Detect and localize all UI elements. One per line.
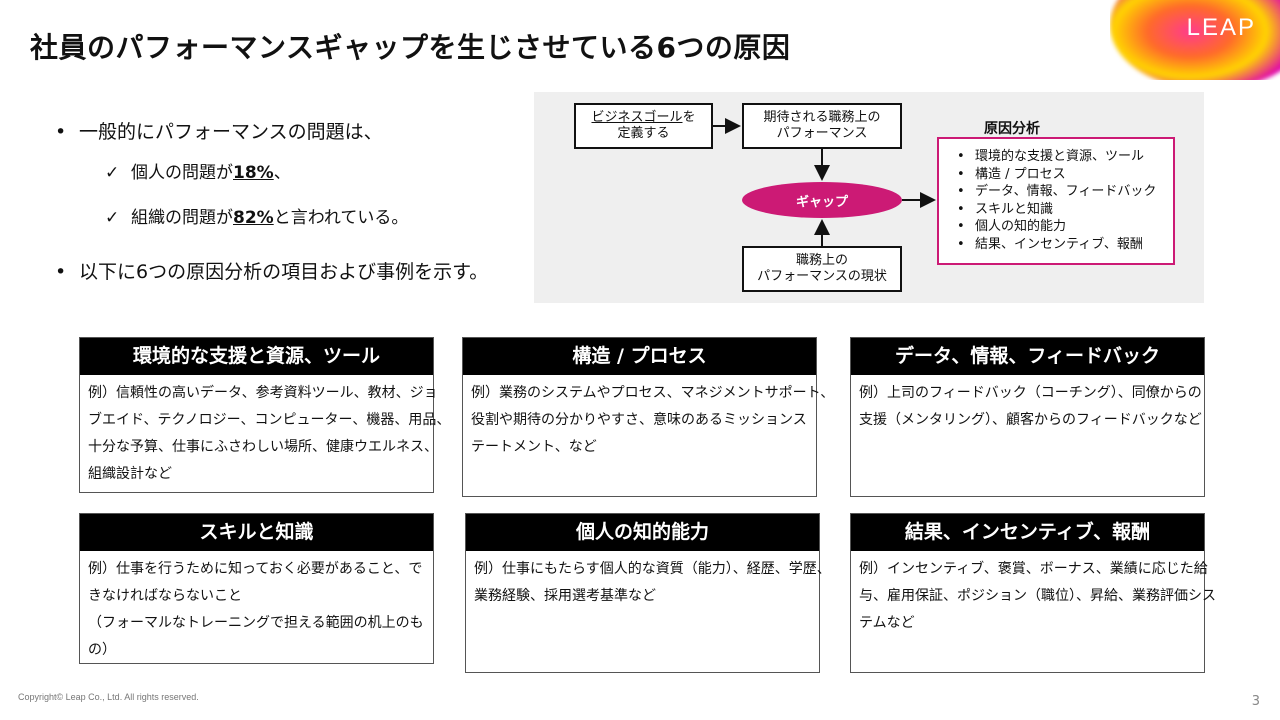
analysis-item: データ、情報、フィードバック — [957, 183, 1173, 201]
sub-bullet-suffix: 、 — [273, 163, 291, 183]
card-title: 結果、インセンティブ、報酬 — [851, 514, 1204, 551]
card-title: 環境的な支援と資源、ツール — [80, 338, 433, 375]
card-body: 例）インセンティブ、褒賞、ボーナス、業績に応じた給 与、雇用保証、ポジション（職… — [851, 551, 1216, 642]
card-line: テートメント、など — [471, 439, 597, 455]
analysis-item: 個人の知的能力 — [957, 218, 1173, 236]
card-line: 与、雇用保証、ポジション（職位）、昇給、業務評価シス — [859, 588, 1216, 604]
card-line: 支援（メンタリング）、顧客からのフィードバックなど — [859, 412, 1202, 428]
card-body: 例）仕事にもたらす個人的な資質（能力）、経歴、学歴、 業務経験、採用選考基準など — [466, 551, 831, 615]
card-line: 十分な予算、仕事にふさわしい場所、健康ウエルネス、 — [88, 439, 438, 455]
analysis-item: スキルと知識 — [957, 201, 1173, 219]
individual-percent: 18% — [233, 163, 274, 183]
card-individual-capacity: 個人の知的能力 例）仕事にもたらす個人的な資質（能力）、経歴、学歴、 業務経験、… — [465, 513, 831, 673]
expected-line-2: パフォーマンス — [776, 126, 868, 141]
analysis-item: 構造 / プロセス — [957, 166, 1173, 184]
goal-underlined-text: ビジネスゴール — [591, 110, 683, 125]
card-title: データ、情報、フィードバック — [851, 338, 1204, 375]
organization-percent: 82% — [233, 208, 274, 228]
current-line-2: パフォーマンスの現状 — [757, 269, 887, 284]
bullet-dot-icon: • — [55, 121, 67, 143]
leap-logo: LEAP — [1110, 0, 1280, 80]
gap-analysis-diagram: ビジネスゴールを 定義する 期待される職務上の パフォーマンス ギャップ 職務上… — [534, 92, 1204, 303]
card-line: きなければならないこと — [88, 588, 242, 604]
card-skills-knowledge: スキルと知識 例）仕事を行うために知っておく必要があること、で きなければならな… — [79, 513, 434, 664]
current-performance-box: 職務上の パフォーマンスの現状 — [742, 246, 902, 292]
page-title: 社員のパフォーマンスギャップを生じさせている6つの原因 — [30, 31, 791, 64]
current-line-1: 職務上の — [795, 253, 848, 268]
analysis-item: 結果、インセンティブ、報酬 — [957, 236, 1173, 254]
card-line: テムなど — [859, 615, 915, 631]
card-line: 例）インセンティブ、褒賞、ボーナス、業績に応じた給 — [859, 561, 1208, 577]
bullet-text: 以下に6つの原因分析の項目および事例を示す。 — [79, 261, 489, 283]
bullet-text: 一般的にパフォーマンスの問題は、 — [79, 121, 383, 143]
card-title: 個人の知的能力 — [466, 514, 819, 551]
gap-ellipse: ギャップ — [742, 182, 902, 218]
goal-line-1: ビジネスゴールを — [591, 110, 695, 126]
card-line: 例）仕事にもたらす個人的な資質（能力）、経歴、学歴、 — [474, 561, 831, 577]
card-consequences-incentives: 結果、インセンティブ、報酬 例）インセンティブ、褒賞、ボーナス、業績に応じた給 … — [850, 513, 1216, 673]
cause-analysis-box: 環境的な支援と資源、ツール 構造 / プロセス データ、情報、フィードバック ス… — [937, 137, 1175, 265]
card-line: （フォーマルなトレーニングで担える範囲の机上のも — [88, 615, 424, 631]
card-line: 組織設計など — [88, 466, 172, 482]
analysis-item: 環境的な支援と資源、ツール — [957, 148, 1173, 166]
page-number: 3 — [1251, 694, 1260, 709]
card-line: 例）上司のフィードバック（コーチング）、同僚からの — [859, 385, 1202, 401]
card-body: 例）業務のシステムやプロセス、マネジメントサポート、 役割や期待の分かりやすさ、… — [463, 375, 835, 466]
expected-line-1: 期待される職務上の — [763, 110, 881, 125]
card-line: ブエイド、テクノロジー、コンピューター、機器、用品、 — [88, 412, 451, 428]
checkmark-icon: ✓ — [105, 163, 120, 183]
sub-bullet-individual: ✓ 個人の問題が18%、 — [55, 160, 291, 186]
card-environment-tools: 環境的な支援と資源、ツール 例）信頼性の高いデータ、参考資料ツール、教材、ジョ … — [79, 337, 451, 493]
sub-bullet-organization: ✓ 組織の問題が82%と言われている。 — [55, 205, 408, 231]
logo-text: LEAP — [1186, 14, 1256, 41]
goal-line-2: 定義する — [617, 126, 670, 141]
expected-performance-box: 期待される職務上の パフォーマンス — [742, 103, 902, 149]
sub-bullet-text: 個人の問題が — [131, 163, 233, 183]
sub-bullet-text: 組織の問題が — [131, 208, 233, 228]
card-line: 業務経験、採用選考基準など — [474, 588, 656, 604]
checkmark-icon: ✓ — [105, 208, 120, 228]
card-structure-process: 構造 / プロセス 例）業務のシステムやプロセス、マネジメントサポート、 役割や… — [462, 337, 835, 497]
cause-analysis-title: 原因分析 — [984, 121, 1040, 137]
card-line: 例）業務のシステムやプロセス、マネジメントサポート、 — [471, 385, 835, 401]
card-line: 例）仕事を行うために知っておく必要があること、で — [88, 561, 423, 577]
card-body: 例）信頼性の高いデータ、参考資料ツール、教材、ジョ ブエイド、テクノロジー、コン… — [80, 375, 451, 493]
card-line: 役割や期待の分かりやすさ、意味のあるミッションス — [471, 412, 807, 428]
card-data-feedback: データ、情報、フィードバック 例）上司のフィードバック（コーチング）、同僚からの… — [850, 337, 1205, 497]
goal-suffix: を — [682, 110, 696, 125]
card-title: スキルと知識 — [80, 514, 433, 551]
bullet-six-causes: • 以下に6つの原因分析の項目および事例を示す。 — [55, 258, 488, 286]
bullet-dot-icon: • — [55, 261, 67, 283]
business-goal-box: ビジネスゴールを 定義する — [574, 103, 713, 149]
copyright-notice: Copyright© Leap Co., Ltd. All rights res… — [18, 692, 199, 702]
card-body: 例）仕事を行うために知っておく必要があること、で きなければならないこと （フォ… — [80, 551, 433, 669]
sub-bullet-suffix: と言われている。 — [273, 208, 409, 228]
logo-gradient-blob — [1110, 0, 1280, 80]
bullet-performance-problems: • 一般的にパフォーマンスの問題は、 — [55, 118, 383, 146]
card-line: 例）信頼性の高いデータ、参考資料ツール、教材、ジョ — [88, 385, 438, 401]
card-body: 例）上司のフィードバック（コーチング）、同僚からの 支援（メンタリング）、顧客か… — [851, 375, 1204, 439]
diagram-arrows — [713, 118, 936, 246]
card-title: 構造 / プロセス — [463, 338, 816, 375]
card-line: の） — [88, 642, 116, 658]
